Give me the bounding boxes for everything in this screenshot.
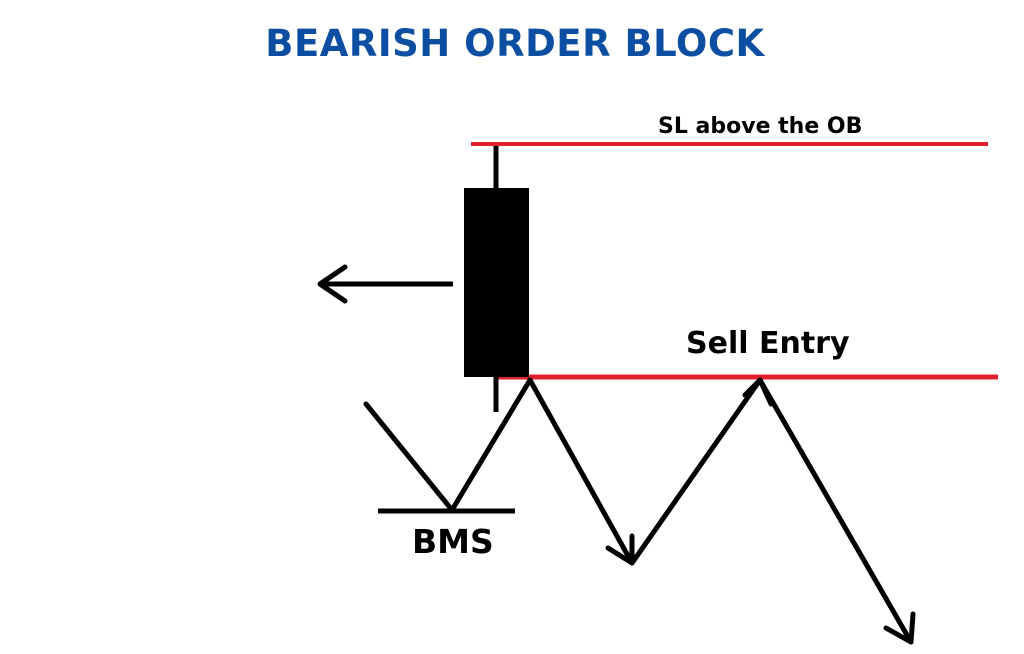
candle-body xyxy=(464,188,529,377)
diagram-title: BEARISH ORDER BLOCK xyxy=(265,22,765,65)
price-path xyxy=(363,377,914,645)
order-block-candle xyxy=(464,146,529,412)
arrow-left-icon xyxy=(317,264,453,304)
sell-entry-label: Sell Entry xyxy=(686,326,850,361)
stop-loss-label: SL above the OB xyxy=(658,114,863,139)
arrow-up-icon xyxy=(742,377,774,407)
arrow-down-icon xyxy=(605,533,635,566)
arrow-down-icon xyxy=(883,611,916,645)
bms-label: BMS xyxy=(412,522,494,561)
